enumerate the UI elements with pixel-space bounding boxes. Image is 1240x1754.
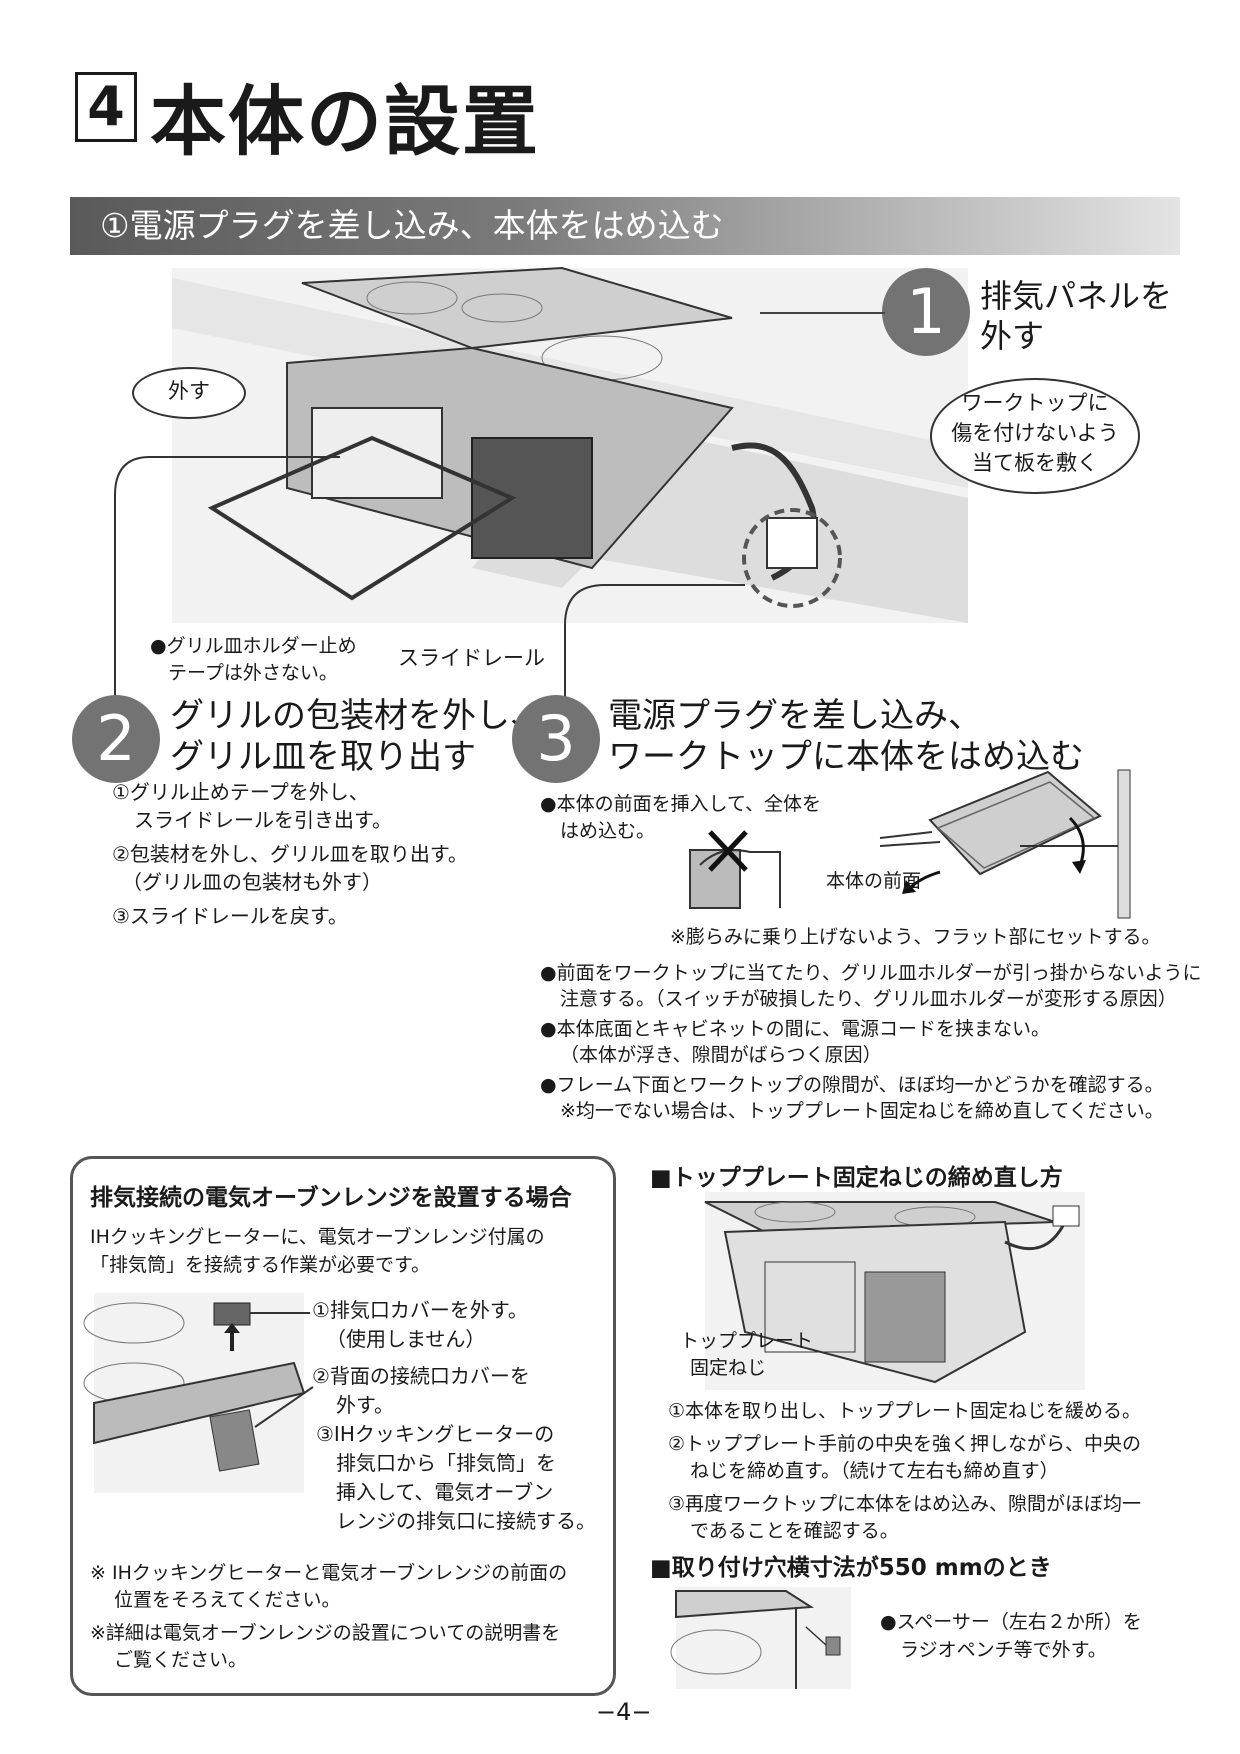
- step1-title: 排気パネルを 外す: [980, 277, 1173, 355]
- step3-connector-line: [564, 584, 745, 710]
- flat-note: ※膨らみに乗り上げないよう、フラット部にセットする。: [670, 926, 1161, 948]
- cooktop-install-illustration: [172, 266, 968, 623]
- bubble-worktop-protection: ワークトップに 傷を付けないよう 当て板を敷く: [930, 378, 1140, 494]
- screw-label: トッププレート 固定ねじ: [680, 1330, 814, 1379]
- step1-leader-line: [760, 312, 885, 314]
- retighten-illustration: [704, 1192, 1085, 1390]
- step3-bullets: ●前面をワークトップに当てたり、グリル皿ホルダーが引っ掛からないように 注意する…: [540, 962, 1202, 1122]
- cooktop-drawing: [172, 266, 968, 623]
- step2-connector-line: [114, 456, 340, 705]
- bubble-remove: 外す: [132, 367, 246, 419]
- section-header: ①電源プラグを差し込み、本体をはめ込む: [70, 197, 1180, 255]
- spacer-note: ●スペーサー（左右２か所）を ラジオペンチ等で外す。: [880, 1611, 1142, 1661]
- oven-box-heading: 排気接続の電気オーブンレンジを設置する場合: [90, 1185, 572, 1211]
- slide-rail-label: スライドレール: [398, 646, 545, 670]
- step2-title: グリルの包装材を外し、 グリル皿を取り出す: [170, 696, 544, 777]
- title-number: 4: [75, 72, 137, 142]
- retighten-drawing: [704, 1201, 1080, 1384]
- oven-box-steps: ①排気口カバーを外す。 （使用しません） ②背面の接続口カバーを 外す。 ③IH…: [312, 1298, 596, 1533]
- holder-tape-label: ●グリル皿ホルダー止め テープは外さない。: [150, 635, 357, 684]
- step3-title: 電源プラグを差し込み、 ワークトップに本体をはめ込む: [608, 696, 1084, 777]
- oven-step2-leader: [254, 1386, 314, 1428]
- oven-box-intro: IHクッキングヒーターに、電気オーブンレンジ付属の 「排気筒」を接続する作業が必…: [90, 1226, 545, 1276]
- step3-insert-note: ●本体の前面を挿入して、全体を はめ込む。: [540, 793, 822, 842]
- page-title: 本体の設置: [150, 77, 540, 166]
- exhaust-oven-box: [70, 1156, 616, 1696]
- page-number: −4−: [596, 1698, 652, 1726]
- front-label: 本体の前面: [826, 870, 922, 892]
- wrong-placement-figure: [689, 830, 781, 909]
- step3-number-badge: 3: [512, 695, 600, 783]
- retighten-steps: ①本体を取り出し、トッププレート固定ねじを緩める。 ②トッププレート手前の中央を…: [668, 1400, 1142, 1542]
- step2-number-badge: 2: [72, 695, 160, 783]
- spacer-heading: ■取り付け穴横寸法が550 mmのとき: [650, 1555, 1052, 1581]
- retighten-heading: ■トッププレート固定ねじの締め直し方: [650, 1165, 1063, 1191]
- insert-body-figure: [879, 769, 1131, 919]
- oven-step1-leader: [250, 1312, 310, 1314]
- oven-exhaust-illustration: [83, 1293, 306, 1493]
- oven-drawing: [83, 1302, 306, 1472]
- step2-instructions: ①グリル止めテープを外し、 スライドレールを引き出す。 ②包装材を外し、グリル皿…: [112, 780, 468, 928]
- step1-number-badge: 1: [882, 268, 970, 356]
- oven-box-notes: ※ IHクッキングヒーターと電気オーブンレンジの前面の 位置をそろえてください。…: [90, 1562, 568, 1671]
- spacer-illustration: [670, 1587, 851, 1689]
- spacer-drawing: [670, 1590, 841, 1689]
